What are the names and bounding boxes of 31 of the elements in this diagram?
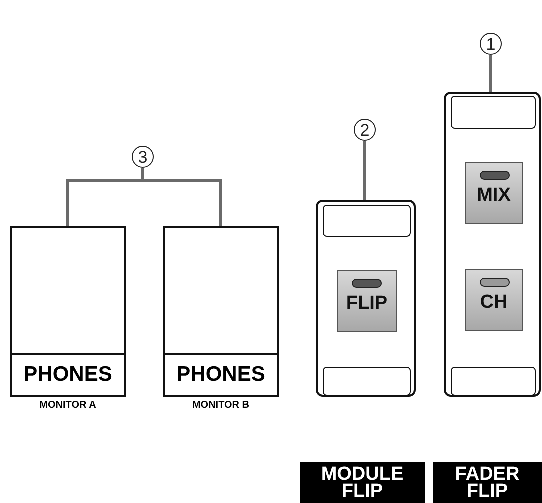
callout-number — [480, 33, 502, 55]
leader-line — [364, 141, 366, 203]
callout-digit: 2 — [360, 122, 370, 138]
display-window — [323, 205, 411, 237]
control-strip — [316, 200, 416, 397]
panel-label: PHONES — [165, 353, 277, 395]
callout-number — [132, 146, 154, 168]
headphone-jack-panel — [10, 226, 126, 397]
display-window — [451, 367, 536, 396]
display-window — [451, 96, 536, 129]
section-label — [433, 462, 542, 503]
button-label: MIX — [476, 185, 512, 207]
panel-label: PHONES — [12, 353, 124, 395]
section-label-text: MODULE FLIP — [320, 466, 405, 500]
section-label — [300, 462, 425, 503]
button-label: CH — [479, 292, 509, 314]
callout-number — [354, 119, 376, 141]
section-label-text: FADER FLIP — [454, 466, 521, 500]
callout-digit: 3 — [138, 148, 148, 166]
control-strip — [444, 92, 541, 397]
jack-label: MONITOR A — [38, 400, 98, 411]
callout-digit: 1 — [486, 36, 496, 52]
button-label: FLIP — [345, 293, 389, 315]
jack-label: MONITOR B — [191, 400, 251, 411]
display-window — [323, 367, 411, 396]
push-button — [337, 270, 397, 332]
push-button — [465, 269, 523, 331]
leader-line — [490, 55, 492, 94]
leader-line — [142, 168, 222, 226]
push-button — [465, 162, 523, 224]
headphone-jack-panel — [163, 226, 279, 397]
